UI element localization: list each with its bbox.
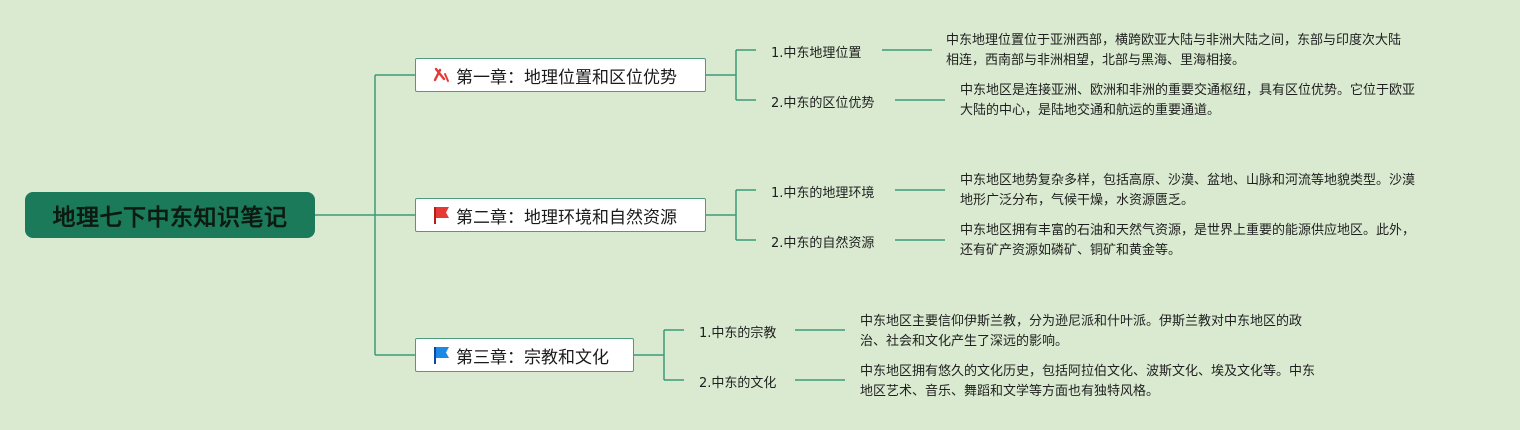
note-line: 地形广泛分布，气候干燥，水资源匮乏。: [960, 193, 1195, 208]
chapter-3-title: 第三章：宗教和文化: [456, 347, 609, 368]
root-topic[interactable]: 地理七下中东知识笔记: [25, 192, 315, 238]
chapter-1-topic[interactable]: 第一章：地理位置和区位优势: [415, 58, 706, 92]
root-title: 地理七下中东知识笔记: [52, 205, 288, 231]
chapter-3-topic[interactable]: 第三章：宗教和文化: [415, 338, 634, 372]
note-line: 中东地区主要信仰伊斯兰教，分为逊尼派和什叶派。伊斯兰教对中东地区的政: [860, 314, 1303, 329]
note-line: 中东地区地势复杂多样，包括高原、沙漠、盆地、山脉和河流等地貌类型。沙漠: [960, 173, 1416, 188]
section-note[interactable]: 中东地区主要信仰伊斯兰教，分为逊尼派和什叶派。伊斯兰教对中东地区的政 治、社会和…: [860, 312, 1302, 352]
section-note[interactable]: 中东地区拥有丰富的石油和天然气资源，是世界上重要的能源供应地区。此外， 还有矿产…: [960, 221, 1415, 261]
section-title[interactable]: 2.中东的区位优势: [771, 96, 875, 111]
note-line: 中东地区拥有丰富的石油和天然气资源，是世界上重要的能源供应地区。此外，: [960, 223, 1416, 238]
note-line: 相连，西南部与非洲相望，北部与黑海、里海相接。: [946, 53, 1246, 68]
note-line: 中东地区是连接亚洲、欧洲和非洲的重要交通枢纽，具有区位优势。它位于欧亚: [960, 83, 1416, 98]
note-line: 还有矿产资源如磷矿、铜矿和黄金等。: [960, 243, 1182, 258]
chapter-2-branch: [706, 189, 756, 241]
chapter-3-branch: [634, 329, 684, 381]
section-title[interactable]: 2.中东的自然资源: [771, 236, 875, 251]
note-line: 大陆的中心，是陆地交通和航运的重要通道。: [960, 103, 1221, 118]
section-note[interactable]: 中东地区是连接亚洲、欧洲和非洲的重要交通枢纽，具有区位优势。它位于欧亚 大陆的中…: [960, 81, 1415, 121]
chapter-1-title: 第一章：地理位置和区位优势: [456, 67, 677, 88]
section-title[interactable]: 1.中东的地理环境: [771, 186, 875, 201]
chapter-1-branch: [706, 49, 756, 101]
note-line: 治、社会和文化产生了深远的影响。: [860, 334, 1069, 349]
section-title[interactable]: 1.中东的宗教: [699, 326, 777, 341]
ribbon-icon: [430, 64, 452, 86]
section-title[interactable]: 1.中东地理位置: [771, 46, 862, 61]
chapter-2-topic[interactable]: 第二章：地理环境和自然资源: [415, 198, 706, 232]
section-note[interactable]: 中东地区拥有悠久的文化历史，包括阿拉伯文化、波斯文化、埃及文化等。中东 地区艺术…: [860, 362, 1315, 402]
section-note[interactable]: 中东地区地势复杂多样，包括高原、沙漠、盆地、山脉和河流等地貌类型。沙漠 地形广泛…: [960, 171, 1415, 211]
chapter-2-title: 第二章：地理环境和自然资源: [456, 207, 677, 228]
note-line: 中东地理位置位于亚洲西部，横跨欧亚大陆与非洲大陆之间，东部与印度次大陆: [946, 33, 1402, 48]
red-flag-icon: [430, 204, 452, 226]
blue-flag-icon: [430, 344, 452, 366]
note-line: 中东地区拥有悠久的文化历史，包括阿拉伯文化、波斯文化、埃及文化等。中东: [860, 364, 1316, 379]
section-title[interactable]: 2.中东的文化: [699, 376, 777, 391]
section-note[interactable]: 中东地理位置位于亚洲西部，横跨欧亚大陆与非洲大陆之间，东部与印度次大陆 相连，西…: [946, 31, 1401, 71]
note-line: 地区艺术、音乐、舞蹈和文学等方面也有独特风格。: [860, 384, 1160, 399]
